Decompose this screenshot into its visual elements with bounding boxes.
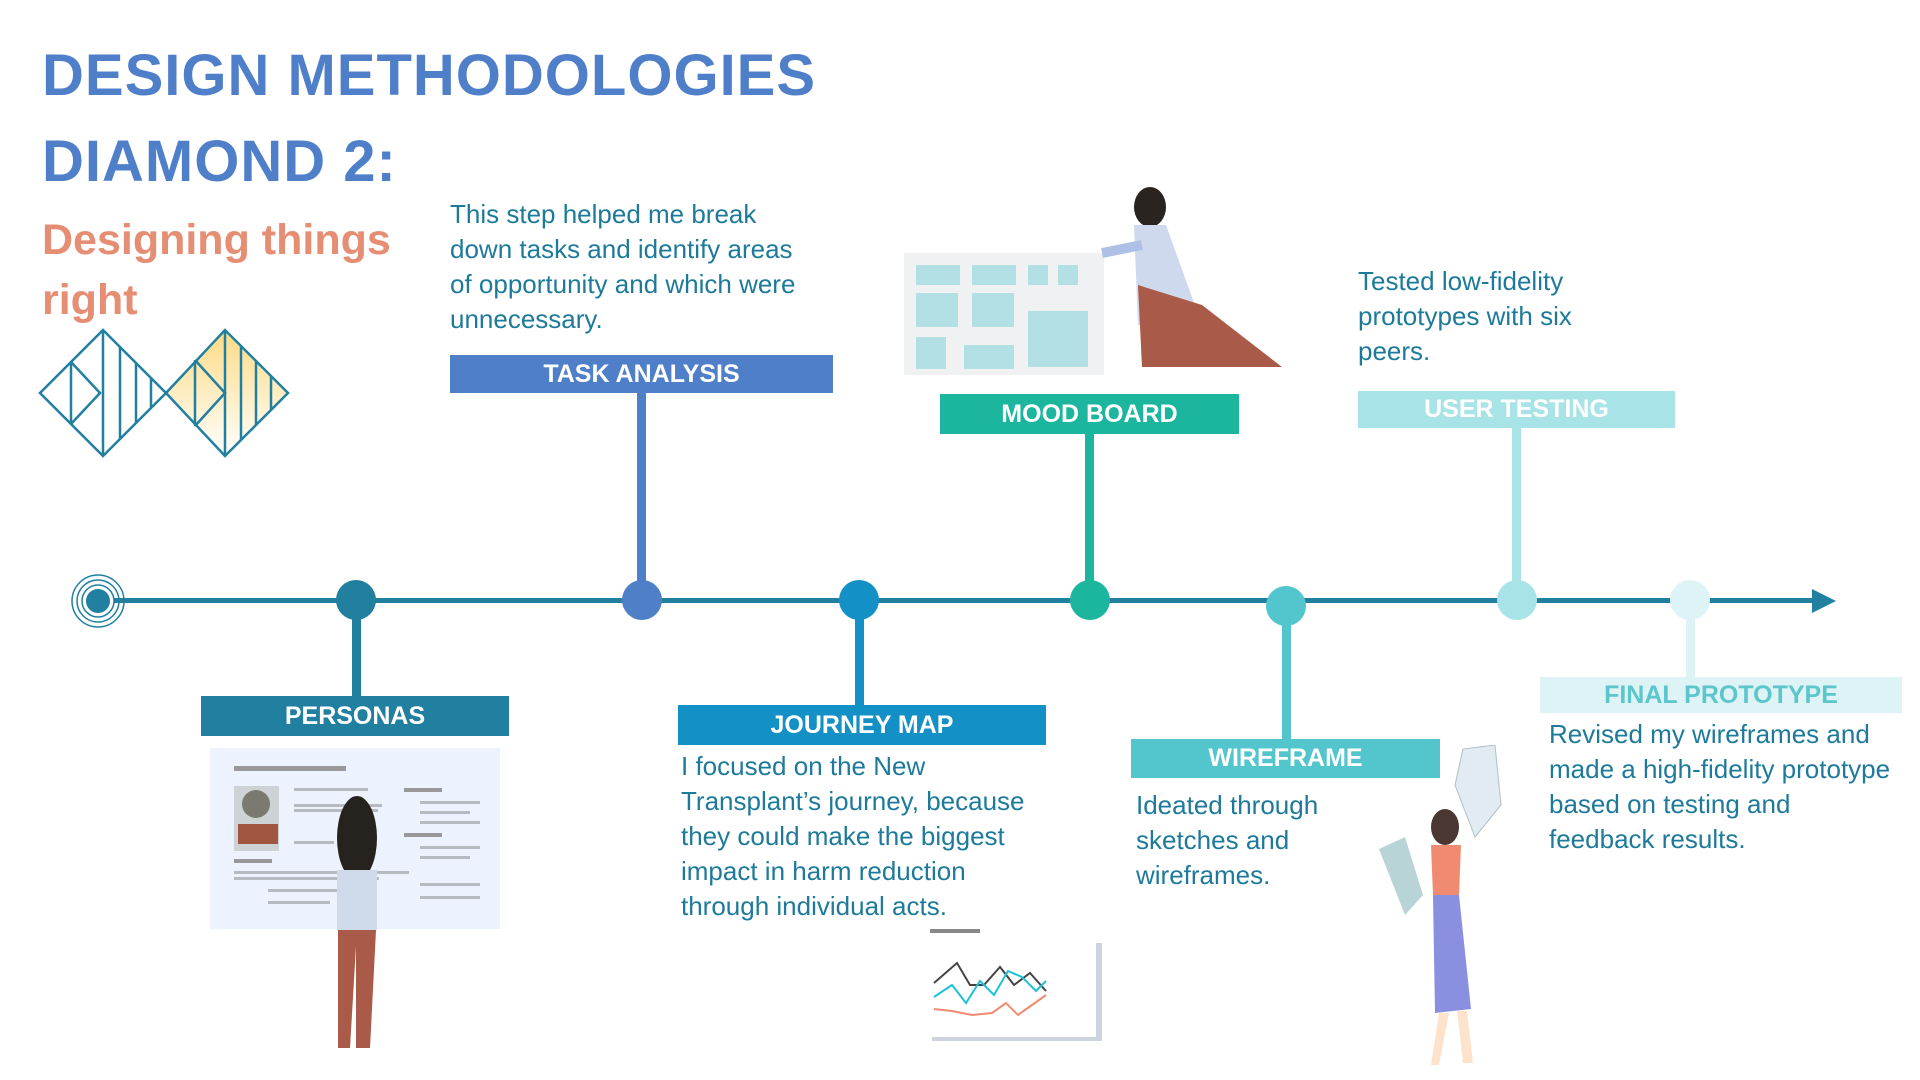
step-label-mood-board: MOOD BOARD <box>940 394 1239 434</box>
chart-illustration <box>926 929 1102 1041</box>
step-label-user-testing: USER TESTING <box>1358 391 1675 428</box>
timeline-start-icon <box>71 574 125 628</box>
connector <box>1512 427 1521 592</box>
connector <box>1282 616 1291 740</box>
mood-board-illustration <box>904 187 1282 375</box>
timeline-line <box>97 598 1827 603</box>
step-description-final-prototype: Revised my wireframes and made a high-fi… <box>1549 719 1891 854</box>
step-label-journey-map: JOURNEY MAP <box>678 705 1046 745</box>
timeline-node-user-testing[interactable] <box>1497 580 1537 620</box>
connector <box>1686 610 1695 678</box>
step-description-journey-map: I focused on the New Transplant’s journe… <box>681 751 1025 921</box>
step-label-wireframe: WIREFRAME <box>1131 739 1440 778</box>
timeline-arrow-icon <box>1812 589 1836 613</box>
step-label-task-analysis: TASK ANALYSIS <box>450 355 833 393</box>
connector <box>352 610 361 698</box>
puzzle-person-illustration <box>1379 745 1502 1065</box>
connector <box>637 392 646 592</box>
timeline-node-task-analysis[interactable] <box>622 580 662 620</box>
persona-illustration <box>210 748 500 1048</box>
page-title: DESIGN METHODOLOGIES <box>42 43 817 108</box>
page-subtitle-diamond: DIAMOND 2: <box>42 129 397 194</box>
connector <box>855 610 864 706</box>
step-label-personas: PERSONAS <box>201 696 509 736</box>
tagline: Designing things right <box>42 216 391 324</box>
step-label-final-prototype: FINAL PROTOTYPE <box>1540 677 1902 713</box>
timeline-node-mood-board[interactable] <box>1070 580 1110 620</box>
double-diamond-icon <box>38 328 290 458</box>
step-description-task-analysis: This step helped me break down tasks and… <box>450 199 796 334</box>
step-description-user-testing: Tested low-fidelity prototypes with six … <box>1358 266 1572 366</box>
connector <box>1085 433 1094 593</box>
step-description-wireframe: Ideated through sketches and wireframes. <box>1136 790 1319 890</box>
